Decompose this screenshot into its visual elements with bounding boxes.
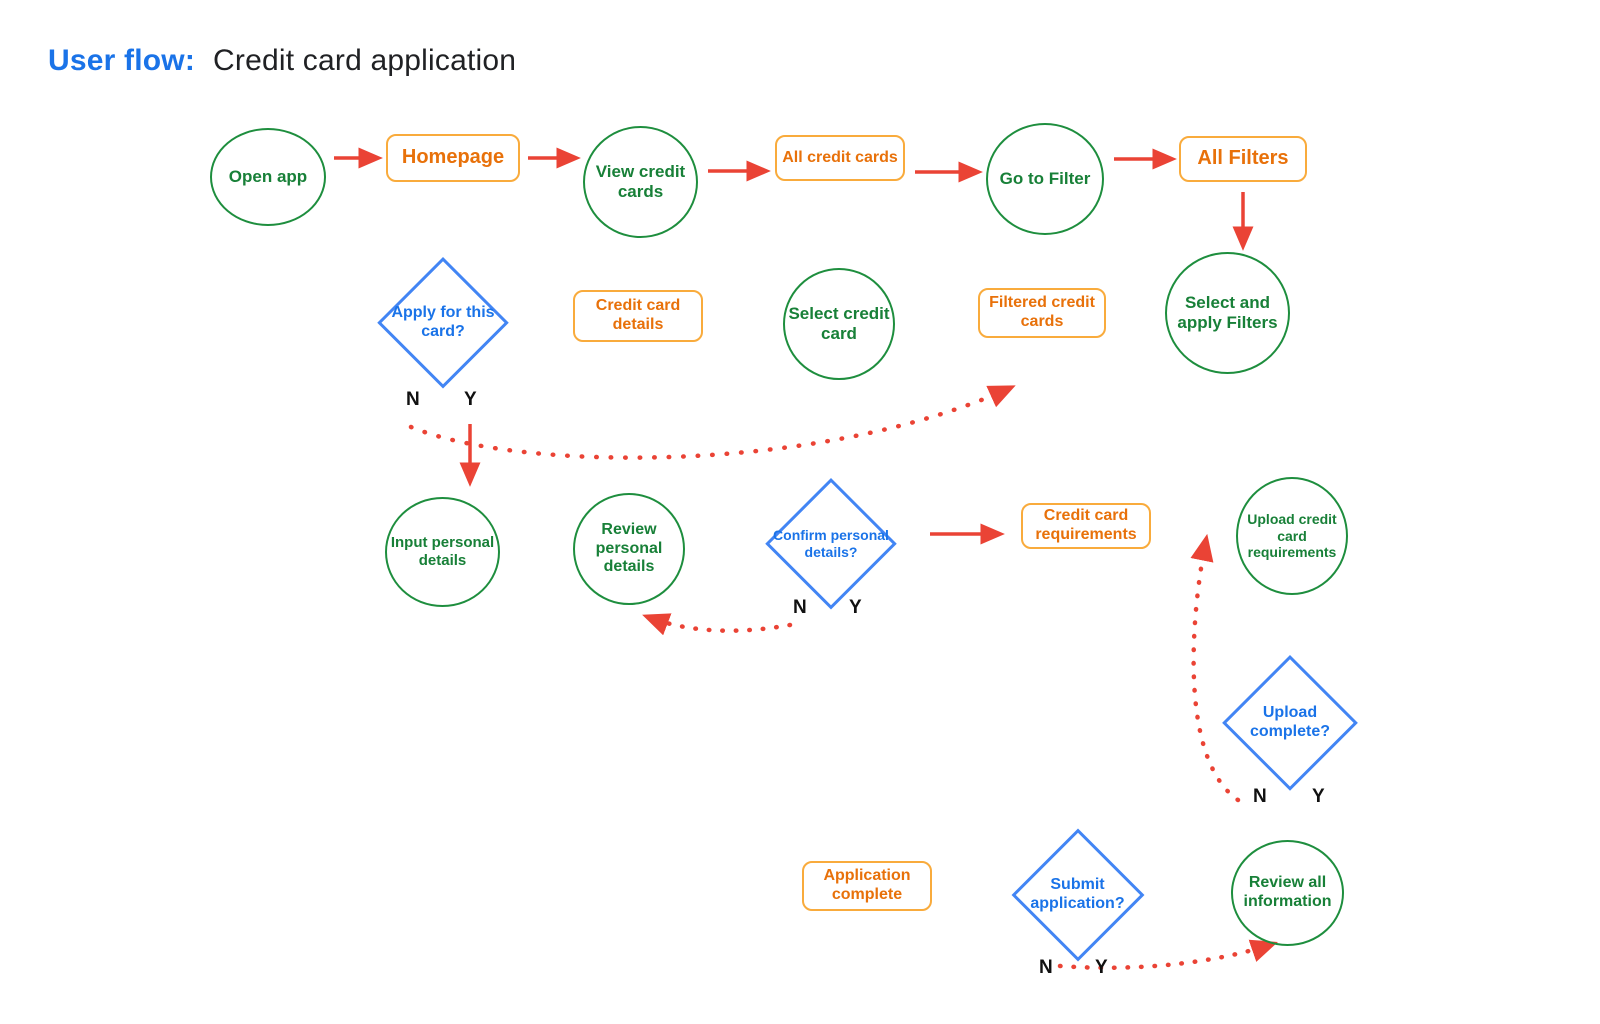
node-open-app[interactable]: Open app xyxy=(210,128,326,226)
node-select-credit-card[interactable]: Select credit card xyxy=(783,268,895,380)
node-upload-complete[interactable]: Upload complete? xyxy=(1222,655,1358,791)
node-all-credit-cards[interactable]: All credit cards xyxy=(775,135,905,181)
node-label: Select and apply Filters xyxy=(1177,292,1278,332)
branch-label-submit-n: N xyxy=(1039,957,1053,978)
branch-label-apply-y: Y xyxy=(464,389,477,410)
node-label: Confirm personal details? xyxy=(773,527,889,560)
node-label: Filtered credit cards xyxy=(989,294,1095,330)
branch-label-upload-y: Y xyxy=(1312,786,1325,807)
node-label: Upload complete? xyxy=(1249,704,1330,740)
node-label: Credit card details xyxy=(595,297,681,333)
node-review-personal-details[interactable]: Review personal details xyxy=(573,493,685,605)
node-label: All Filters xyxy=(1197,147,1289,170)
node-label: View credit cards xyxy=(595,161,686,201)
node-confirm-personal-details[interactable]: Confirm personal details? xyxy=(765,478,897,610)
node-label: Select credit card xyxy=(788,303,890,343)
node-filtered-credit-cards[interactable]: Filtered credit cards xyxy=(978,288,1106,338)
node-label: Review personal details xyxy=(595,520,663,576)
branch-label-confirm-y: Y xyxy=(849,597,862,618)
node-label: Homepage xyxy=(401,146,505,169)
node-application-complete[interactable]: Application complete xyxy=(802,861,932,911)
node-label: Input personal details xyxy=(390,534,495,569)
node-label: Review all information xyxy=(1243,874,1332,910)
node-label: Application complete xyxy=(823,867,911,903)
node-all-filters[interactable]: All Filters xyxy=(1179,136,1307,182)
edge-apply-no-to-filtered-credit-cards xyxy=(408,385,1016,460)
node-homepage[interactable]: Homepage xyxy=(386,134,520,182)
node-label: Open app xyxy=(228,166,308,186)
node-label: Upload credit card requirements xyxy=(1247,511,1337,561)
branch-label-confirm-n: N xyxy=(793,597,807,618)
node-submit-application[interactable]: Submit application? xyxy=(1011,828,1144,961)
branch-label-apply-n: N xyxy=(406,389,420,410)
node-review-all-information[interactable]: Review all information xyxy=(1231,840,1344,946)
node-apply-for-this-card[interactable]: Apply for this card? xyxy=(377,257,509,389)
branch-label-submit-y: Y xyxy=(1095,957,1108,978)
node-go-to-filter[interactable]: Go to Filter xyxy=(986,123,1104,235)
node-upload-credit-card-requirements[interactable]: Upload credit card requirements xyxy=(1236,477,1348,595)
node-view-credit-cards[interactable]: View credit cards xyxy=(583,126,698,238)
node-select-and-apply-filters[interactable]: Select and apply Filters xyxy=(1165,252,1290,374)
edge-confirm-no-to-review-personal-details xyxy=(642,613,793,636)
node-label: Submit application? xyxy=(1030,875,1125,912)
node-credit-card-requirements[interactable]: Credit card requirements xyxy=(1021,503,1151,549)
node-input-personal-details[interactable]: Input personal details xyxy=(385,497,500,607)
page-title-label: User flow: xyxy=(48,44,196,77)
node-label: All credit cards xyxy=(782,148,898,166)
branch-label-upload-n: N xyxy=(1253,786,1267,807)
node-label: Go to Filter xyxy=(999,168,1091,188)
node-label: Credit card requirements xyxy=(1035,507,1137,543)
page-title-text: Credit card application xyxy=(213,44,517,77)
page-title: User flow: Credit card application xyxy=(48,44,516,78)
node-credit-card-details[interactable]: Credit card details xyxy=(573,290,703,342)
node-label: Apply for this card? xyxy=(391,304,495,340)
